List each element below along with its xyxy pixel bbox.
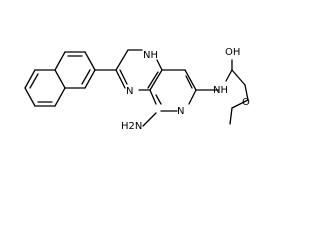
atom-label-nh-carbamate: NH	[213, 85, 228, 96]
bond	[185, 75, 193, 89]
bond	[29, 73, 39, 89]
bond	[149, 69, 163, 91]
bond	[149, 89, 157, 105]
bond	[84, 69, 96, 89]
atom-label-n-pyridine: N	[177, 106, 184, 117]
bond	[24, 69, 36, 89]
bond	[54, 69, 66, 89]
bond	[184, 69, 197, 91]
atom-label-n-pyrazine: N	[126, 86, 133, 97]
bond	[115, 49, 129, 71]
bond	[81, 69, 91, 85]
bond	[24, 87, 36, 107]
bond	[231, 69, 246, 86]
bond	[244, 84, 249, 101]
bond	[147, 71, 159, 89]
bond	[225, 69, 233, 82]
molecule-canvas: OH NH N NH O N H2N	[24, 47, 250, 132]
bond	[142, 112, 157, 127]
bonds	[24, 49, 249, 127]
bond	[54, 51, 66, 71]
atom-label-oh: OH	[225, 47, 240, 58]
bond	[156, 59, 163, 71]
bond	[229, 107, 233, 125]
bond	[119, 69, 128, 85]
bond	[155, 94, 162, 105]
bond	[188, 89, 197, 105]
bond	[231, 99, 249, 109]
atom-label-nh2: H2N	[121, 121, 142, 132]
bond	[115, 69, 126, 89]
structure-diagram: OH NH N NH O N H2N	[24, 47, 250, 132]
atom-label-o-ester: O	[242, 97, 250, 108]
atom-label-nh-ring: NH	[143, 50, 158, 61]
atom-labels: OH NH N NH O N H2N	[121, 47, 250, 132]
bond	[84, 51, 96, 71]
bond	[54, 87, 66, 107]
